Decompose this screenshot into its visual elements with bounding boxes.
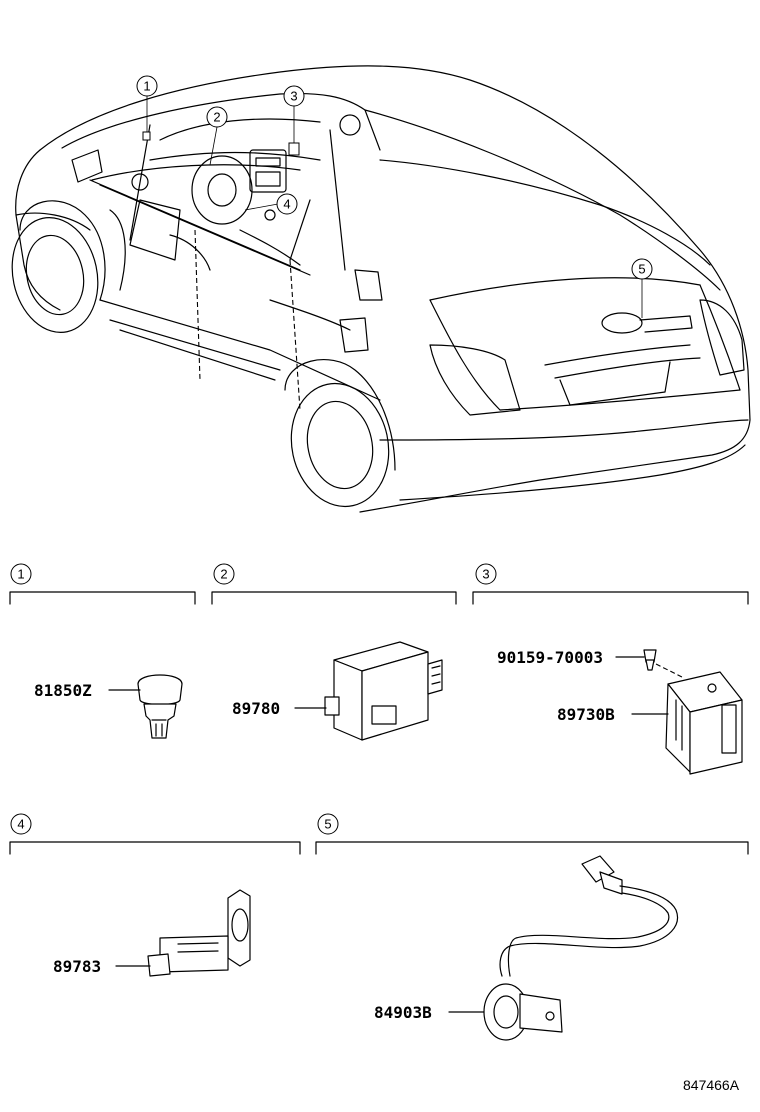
part-number-84903B: 84903B: [374, 1003, 432, 1022]
section-2-header: 2: [211, 563, 457, 605]
callout-1-label: 1: [143, 79, 150, 94]
section-3-number: 3: [482, 567, 489, 582]
part-89730B-illustration: [665, 671, 743, 775]
callout-2-label: 2: [213, 110, 220, 125]
section-1-header: 1: [9, 563, 196, 605]
part-84903B-illustration: [483, 855, 678, 1041]
section-5-header: 5: [315, 813, 749, 855]
part-number-89783: 89783: [53, 957, 101, 976]
callout-5: [631, 258, 653, 280]
section-2-number: 2: [220, 567, 227, 582]
figure-id: 847466A: [683, 1077, 740, 1093]
part-number-81850Z: 81850Z: [34, 681, 92, 700]
section-4-header: 4: [9, 813, 301, 855]
part-89780-illustration: [324, 641, 443, 741]
part-number-89730B: 89730B: [557, 705, 615, 724]
part-90159-70003-illustration: [643, 649, 685, 679]
callout-3-label: 3: [290, 89, 297, 104]
part-number-89780: 89780: [232, 699, 280, 718]
section-5-number: 5: [324, 817, 331, 832]
callout-1: [136, 75, 158, 97]
callout-3: [283, 85, 305, 107]
callout-group: 1 2 3 4 5: [136, 75, 653, 318]
section-4-number: 4: [17, 817, 24, 832]
part-89783-illustration: [147, 889, 251, 977]
callout-2: [206, 106, 228, 128]
callout-5-label: 5: [638, 262, 645, 277]
section-3-header: 3: [472, 563, 749, 605]
part-81850Z-illustration: [137, 674, 183, 739]
car-illustration: [11, 65, 751, 513]
section-1-number: 1: [17, 567, 24, 582]
part-number-90159-70003: 90159-70003: [497, 648, 603, 667]
callout-4-label: 4: [283, 197, 290, 212]
callout-4: [276, 193, 298, 215]
